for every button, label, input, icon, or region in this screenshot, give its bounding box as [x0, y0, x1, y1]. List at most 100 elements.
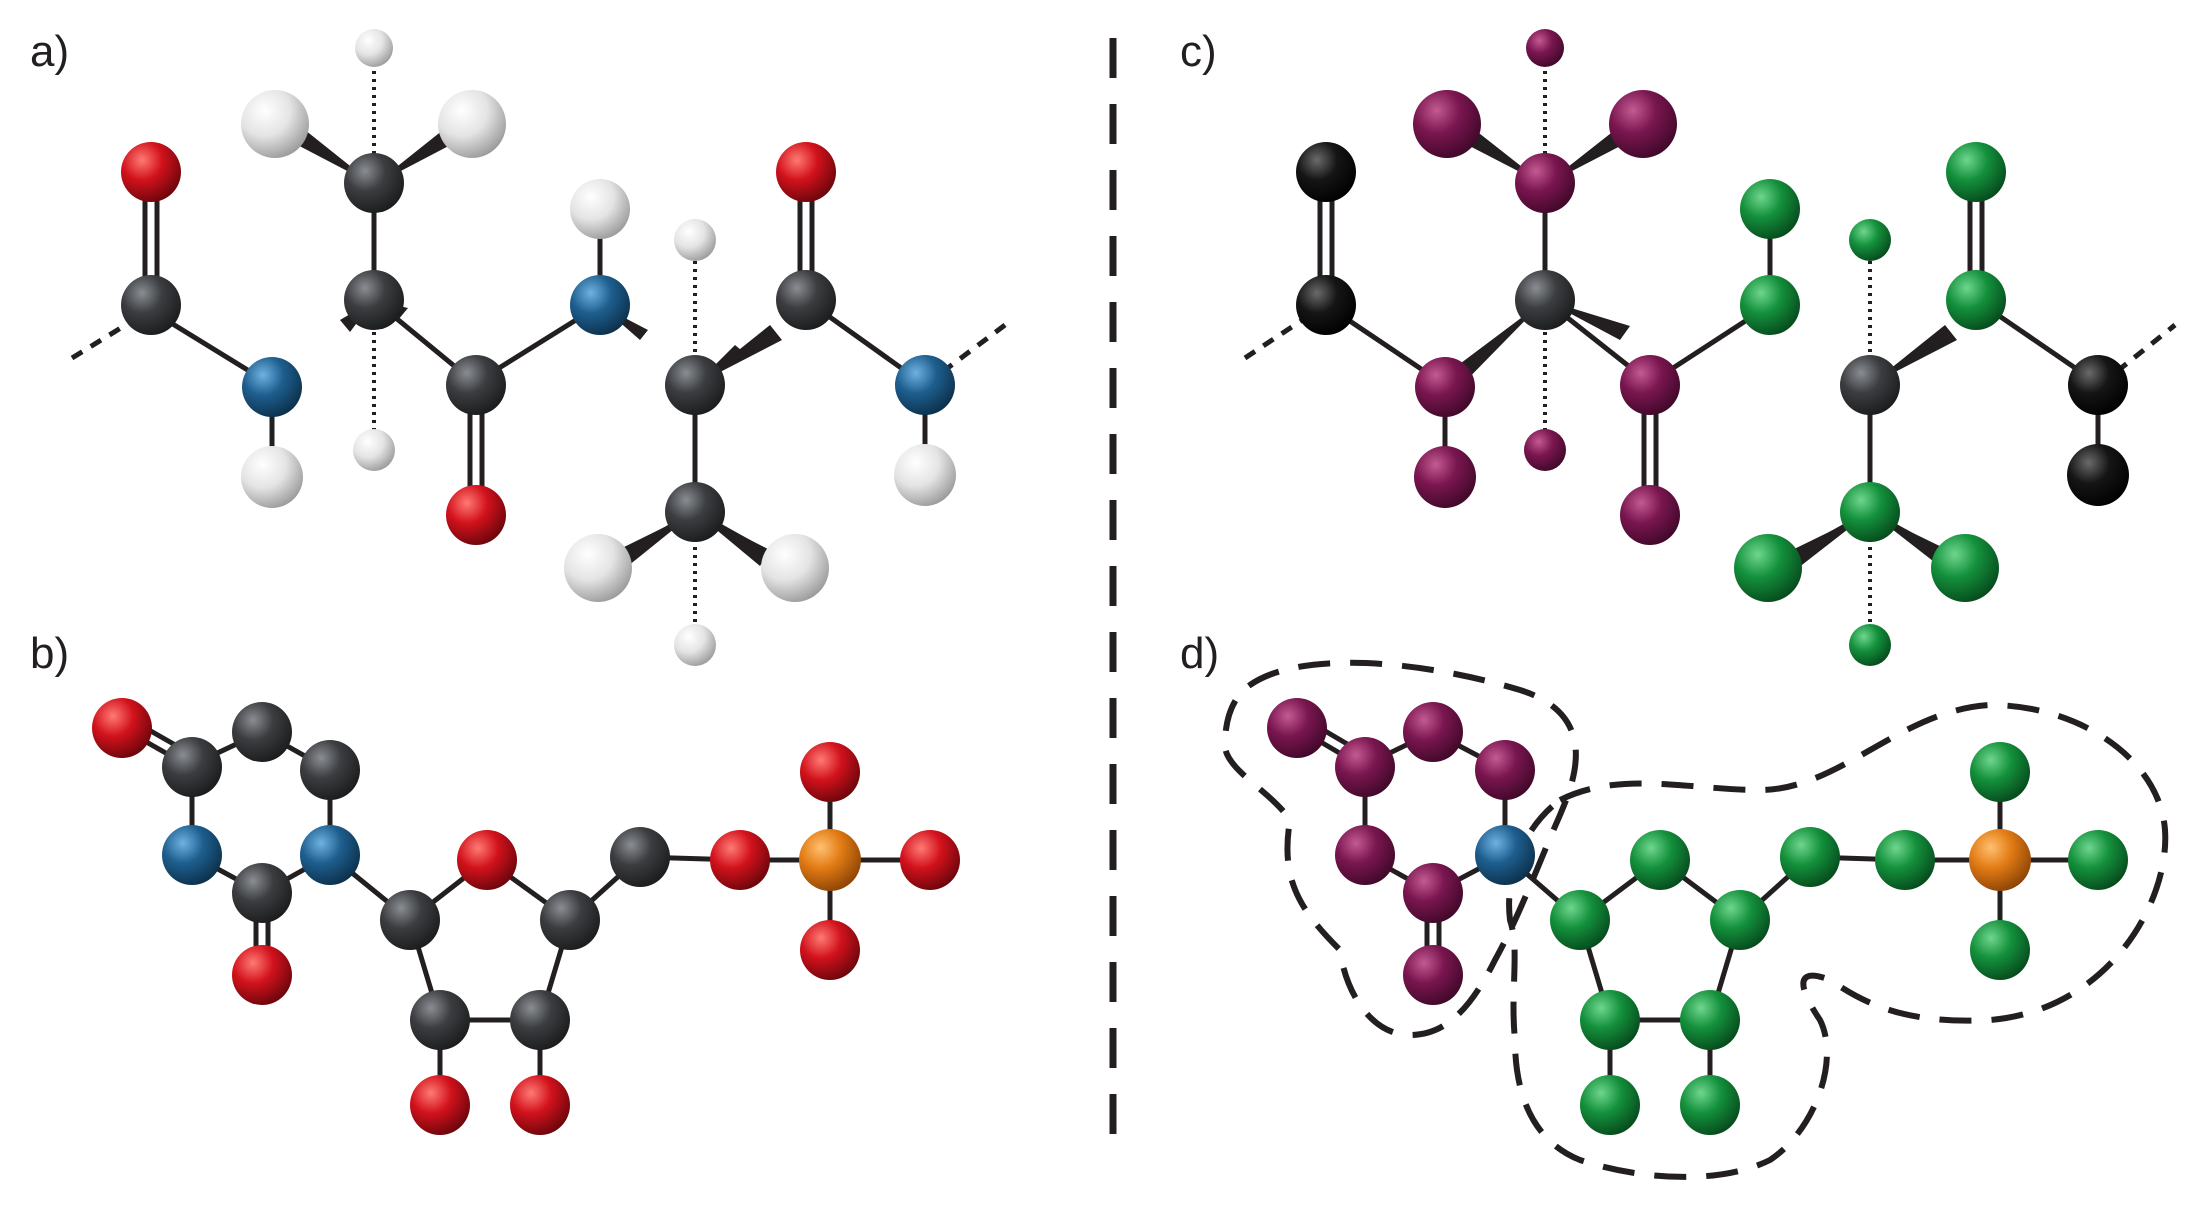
atom-oxygen [410, 1075, 470, 1135]
atom-nitrogen [895, 355, 955, 415]
atom-group-magenta [1620, 485, 1680, 545]
atom-group-black [1296, 142, 1356, 202]
atom-group-green [1580, 1075, 1640, 1135]
atom-group-green [1946, 270, 2006, 330]
atom-hydrogen [241, 90, 309, 158]
atom-carbon [380, 890, 440, 950]
panel-label-c: c) [1180, 27, 1217, 76]
atom-group-magenta [1620, 355, 1680, 415]
atom-carbon [232, 702, 292, 762]
atom-group-magenta [1526, 29, 1564, 67]
atom-oxygen [232, 945, 292, 1005]
atom-group-green [1734, 534, 1802, 602]
atom-group-green [1740, 179, 1800, 239]
atom-carbon [610, 827, 670, 887]
atom-group-green [1680, 990, 1740, 1050]
atom-carbon [410, 990, 470, 1050]
atom-oxygen [800, 920, 860, 980]
atom-group-green [1550, 890, 1610, 950]
atom-carbon [232, 863, 292, 923]
atom-hydrogen [241, 446, 303, 508]
atom-group-green [1970, 920, 2030, 980]
atom-group-black [1296, 275, 1356, 335]
panel-b-nucleotide [92, 698, 960, 1135]
atom-oxygen [121, 142, 181, 202]
atom-carbon [300, 740, 360, 800]
atom-hydrogen [438, 90, 506, 158]
atom-carbon [344, 270, 404, 330]
atom-group-green [2068, 830, 2128, 890]
atom-group-green [1710, 890, 1770, 950]
atom-oxygen [800, 742, 860, 802]
atom-carbon [665, 482, 725, 542]
atom-group-magenta [1335, 825, 1395, 885]
atom-group-green [1780, 827, 1840, 887]
atom-oxygen [510, 1075, 570, 1135]
panel-label-b: b) [30, 629, 69, 678]
atom-oxygen [710, 830, 770, 890]
atom-carbon [776, 270, 836, 330]
atom-nitrogen [162, 825, 222, 885]
atom-oxygen [92, 698, 152, 758]
atom-group-magenta [1403, 863, 1463, 923]
atom-hydrogen [564, 534, 632, 602]
atom-group-magenta [1524, 429, 1566, 471]
atom-group-magenta [1515, 153, 1575, 213]
atom-group-magenta [1403, 945, 1463, 1005]
atom-group-green [1580, 990, 1640, 1050]
atom-group-green [1849, 219, 1891, 261]
atom-group-magenta [1609, 90, 1677, 158]
atom-hydrogen [761, 534, 829, 602]
atom-hydrogen [570, 179, 630, 239]
atom-group-magenta [1475, 740, 1535, 800]
atom-oxygen [457, 830, 517, 890]
atom-nitrogen [1475, 825, 1535, 885]
atom-group-magenta [1335, 737, 1395, 797]
atom-group-magenta [1414, 446, 1476, 508]
panel-label-d: d) [1180, 629, 1219, 678]
atom-oxygen [900, 830, 960, 890]
atom-oxygen [446, 485, 506, 545]
atom-hydrogen [674, 624, 716, 666]
atom-carbon [665, 355, 725, 415]
atom-group-magenta [1267, 698, 1327, 758]
atom-oxygen [776, 142, 836, 202]
atom-phosphorus [799, 829, 861, 891]
atom-hydrogen [355, 29, 393, 67]
atom-carbon [1515, 270, 1575, 330]
panel-a-peptide [70, 29, 1007, 666]
atom-hydrogen [353, 429, 395, 471]
atom-carbon [510, 990, 570, 1050]
atom-group-green [1630, 830, 1690, 890]
atom-group-green [1931, 534, 1999, 602]
panel-label-a: a) [30, 27, 69, 76]
atom-group-black [2068, 355, 2128, 415]
atom-group-green [1680, 1075, 1740, 1135]
atom-group-green [1840, 482, 1900, 542]
atom-group-magenta [1415, 357, 1475, 417]
atom-group-black [2067, 444, 2129, 506]
panel-d-nucleotide-groups [1221, 659, 2169, 1180]
atom-hydrogen [894, 444, 956, 506]
atom-carbon [344, 153, 404, 213]
atom-phosphorus [1969, 829, 2031, 891]
atom-group-green [1740, 275, 1800, 335]
atom-group-green [1875, 830, 1935, 890]
atom-carbon [540, 890, 600, 950]
atom-carbon [162, 737, 222, 797]
atom-carbon [446, 355, 506, 415]
atom-carbon [121, 275, 181, 335]
atom-carbon [1840, 355, 1900, 415]
panel-c-peptide-groups [1243, 29, 2177, 666]
group-outline-sugar-phosphate [1506, 701, 2169, 1180]
atom-group-green [1849, 624, 1891, 666]
atom-nitrogen [570, 275, 630, 335]
atom-group-magenta [1403, 702, 1463, 762]
atom-group-magenta [1413, 90, 1481, 158]
atom-group-green [1946, 142, 2006, 202]
atom-nitrogen [242, 357, 302, 417]
group-outline-base [1221, 659, 1579, 1039]
atom-group-green [1970, 742, 2030, 802]
atom-hydrogen [674, 219, 716, 261]
